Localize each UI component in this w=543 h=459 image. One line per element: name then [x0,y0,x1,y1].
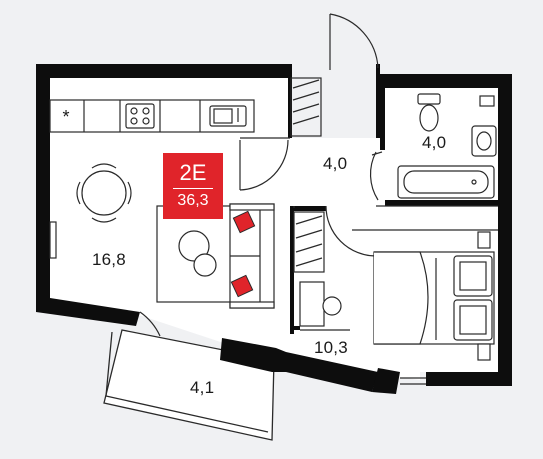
apartment-total-area: 36,3 [177,192,209,209]
chair-right [127,181,132,205]
dining-table [81,170,127,216]
wall-right [498,74,512,386]
wall-top-bath [380,74,512,88]
wall-bottom-bedroom-a [286,352,378,392]
wall-bedroom-mid [294,326,300,330]
badge-divider [173,188,213,189]
chair-left [76,181,81,205]
balcony-door-swing [139,311,161,337]
wall-bath-bottom [385,200,498,206]
nightstands [477,231,491,361]
wall-entrance-left [288,64,292,138]
entrance-door-swing [329,13,379,69]
washbasin-icon [471,95,497,157]
coffee-table-b [193,253,217,277]
balcony-rail [105,331,269,433]
label-bedroom-area: 10,3 [314,338,348,357]
cushion-top [232,210,256,234]
hob-symbol: * [62,107,69,127]
wall-bottom-bedroom-b [372,368,400,394]
bed [373,251,495,345]
wall-bedroom-left [290,206,294,334]
chair-bottom [91,217,117,223]
bedroom-door-swing [325,205,377,257]
wall-wardrobe-top [290,206,326,211]
bathtub-icon [397,165,495,199]
cushion-bottom [230,274,254,298]
wall-top-kitchen [36,64,288,78]
desk [299,281,342,327]
wall-bath-partition [380,88,385,150]
label-kitchen-living-area: 16,8 [92,250,126,269]
wall-entrance-right [376,64,380,138]
kitchen-sink-icon [209,105,247,127]
bath-door-swing [369,151,379,201]
walls [36,64,512,394]
doors [139,13,383,337]
chair-top [91,163,117,169]
kitchen-counter [49,99,255,133]
bedroom-wardrobe [293,211,325,273]
sofa-cushions [230,210,256,298]
partitions [240,137,498,331]
hall-wardrobe [290,77,322,137]
sofa-armrest-top [229,203,275,211]
apartment-type-badge: 2E 36,3 [163,153,223,219]
label-bathroom-area: 4,0 [422,133,447,152]
label-hallway-area: 4,0 [323,154,348,173]
tv-unit [49,221,57,259]
sofa-armrest-bottom [229,301,275,309]
bedroom-window [400,377,426,385]
stove-icon [125,103,155,129]
wall-bottom-middle [220,338,286,372]
toilet-icon [417,93,441,132]
kitchen-door-swing [239,139,289,191]
dining-set [76,163,132,223]
apartment-type-code: 2E [179,160,207,185]
label-balcony-area: 4,1 [190,378,215,397]
wall-bottom-kitchen [36,298,140,326]
wall-left [36,64,50,312]
coffee-table-a [178,230,210,262]
bath-door-leaf [371,151,383,156]
wall-bottom-right [426,372,512,386]
